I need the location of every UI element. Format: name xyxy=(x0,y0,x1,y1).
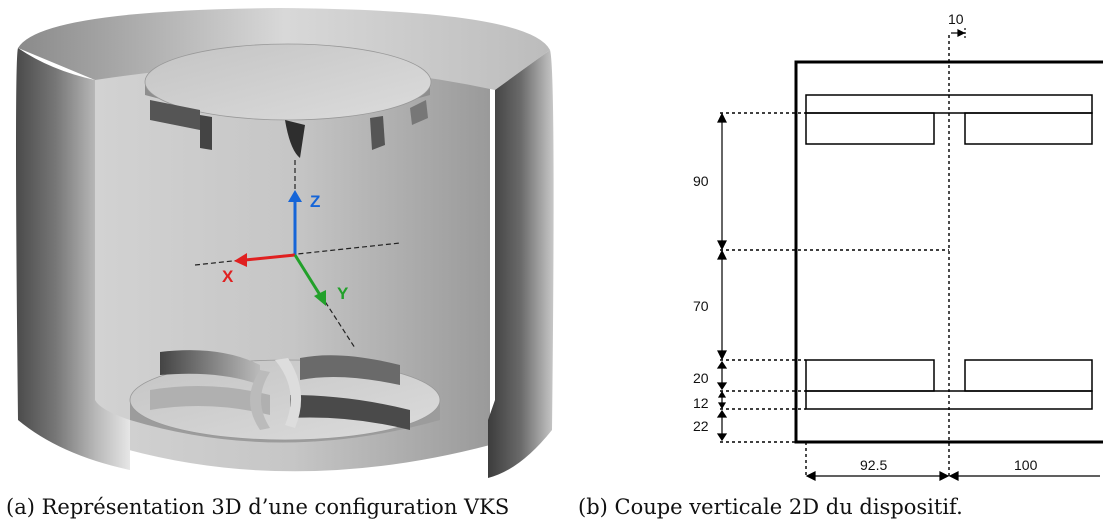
x-arrowhead-icon xyxy=(234,253,247,267)
x-axis-arrow xyxy=(244,253,296,262)
caption-b: (b) Coupe verticale 2D du dispositif. xyxy=(578,495,963,519)
dim-label-radius-inner: 92.5 xyxy=(860,457,887,473)
dim-label-upper: 90 xyxy=(693,173,709,189)
z-axis-label: Z xyxy=(310,192,320,211)
dim-label-radius-outer: 100 xyxy=(1014,457,1038,473)
cylinder-left-wall xyxy=(16,48,130,470)
lower-blade-left xyxy=(805,359,935,392)
lower-blade-right xyxy=(964,359,1093,392)
dim-label-middle: 70 xyxy=(693,298,709,314)
vessel-outline xyxy=(794,60,1103,444)
upper-blade-left xyxy=(805,112,935,145)
dim-label-gap: 10 xyxy=(948,11,964,27)
caption-a: (a) Représentation 3D d’une configuratio… xyxy=(6,495,510,519)
y-axis-label: Y xyxy=(337,284,349,303)
vks-3d-render: Z X Y xyxy=(16,8,554,478)
dim-label-disk: 12 xyxy=(693,395,709,411)
dim-arrows-vertical xyxy=(716,112,728,442)
y-axis-arrow xyxy=(293,254,322,296)
cylinder-right-wall xyxy=(488,50,554,478)
y-arrowhead-icon xyxy=(314,290,326,306)
dim-label-blade: 20 xyxy=(693,370,709,386)
x-axis-dashed xyxy=(194,242,401,266)
x-axis-label: X xyxy=(222,267,234,286)
dim-arrows-horizontal xyxy=(805,471,1100,481)
lower-disk xyxy=(805,390,1093,410)
upper-blade-right xyxy=(964,112,1093,145)
lower-impeller xyxy=(129,350,441,443)
dim-label-bottom: 22 xyxy=(693,418,709,434)
upper-impeller xyxy=(144,43,432,158)
z-arrowhead-icon xyxy=(288,190,302,202)
gap-dimension xyxy=(951,28,966,40)
vertical-cut-diagram xyxy=(716,28,1103,481)
